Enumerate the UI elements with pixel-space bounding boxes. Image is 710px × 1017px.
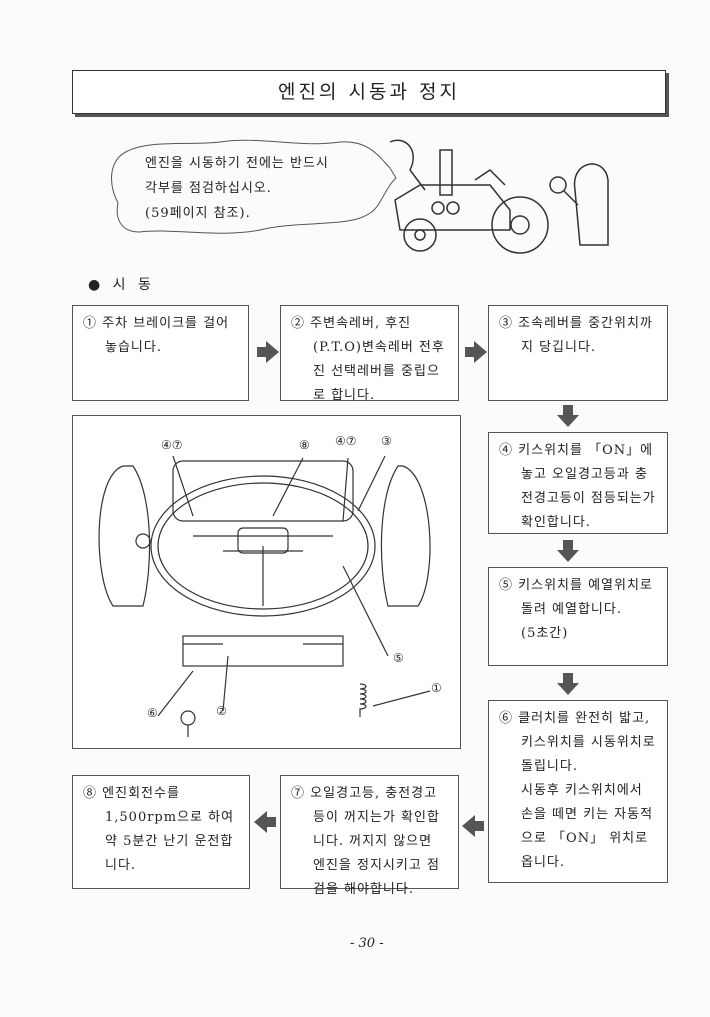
down-arrow-icon — [557, 540, 579, 562]
diagram-label-5: ⑤ — [393, 651, 404, 665]
step-3-box: ③ 조속레버를 중간위치까지 당깁니다. — [488, 305, 668, 401]
step-5-box: ⑤ 키스위치를 예열위치로 돌려 예열합니다.(5초간) — [488, 567, 668, 666]
tractor-cartoon-illustration — [389, 139, 609, 254]
section-heading-text: 시 동 — [112, 277, 155, 293]
down-arrow-icon — [557, 405, 579, 427]
notice-line-2: 각부를 점검하십시오. — [145, 181, 272, 196]
right-arrow-icon — [465, 341, 487, 363]
right-arrow-icon — [257, 341, 279, 363]
diagram-label-1: ① — [431, 681, 442, 695]
step-1-box: ① 주차 브레이크를 걸어 놓습니다. — [72, 305, 249, 401]
step-7-box: ⑦ 오일경고등, 충전경고등이 꺼지는가 확인합니다. 꺼지지 않으면 엔진을 … — [280, 775, 459, 897]
page-title: 엔진의 시동과 정지 — [72, 70, 666, 114]
diagram-label-8: ⑧ — [299, 438, 310, 452]
step-8-box: ⑧ 엔진회전수를 1,500rpm으로 하여 약 5분간 난기 운전합니다. — [72, 775, 250, 889]
speech-bubble — [111, 139, 397, 234]
diagram-label-2: ② — [216, 704, 227, 718]
dashboard-diagram: ④⑦ ⑧ ④⑦ ③ ⑤ ① ⑥ ② — [72, 415, 461, 749]
diagram-label-6: ⑥ — [147, 706, 158, 720]
notice-line-1: 엔진을 시동하기 전에는 반드시 — [145, 156, 329, 171]
diagram-label-4-7: ④⑦ — [161, 438, 183, 452]
step-4-box: ④ 키스위치를 「ON」에 놓고 오일경고등과 충전경고등이 점등되는가 확인합… — [488, 432, 668, 534]
step-6-box: ⑥ 클러치를 완전히 밟고, 키스위치를 시동위치로 돌립니다.시동후 키스위치… — [488, 700, 668, 883]
notice-line-3: (59페이지 참조). — [145, 206, 251, 221]
down-arrow-icon — [557, 673, 579, 695]
left-arrow-icon — [462, 815, 484, 837]
left-arrow-icon — [254, 811, 276, 833]
diagram-label-3: ③ — [381, 434, 392, 448]
page-number: - 30 - — [350, 936, 384, 951]
step-2-box: ② 주변속레버, 후진(P.T.O)변속레버 전후진 선택레버를 중립으로 합니… — [280, 305, 459, 403]
diagram-label-4-7: ④⑦ — [335, 434, 357, 448]
dashboard-illustration — [98, 455, 431, 737]
section-heading: ● 시 동 — [88, 274, 155, 294]
bullet-icon: ● — [88, 277, 105, 293]
